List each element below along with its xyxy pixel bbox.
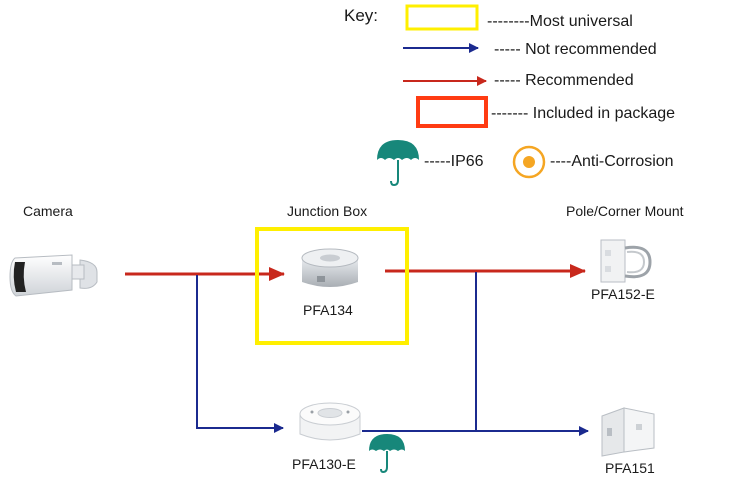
not-recommended-link-camera-to-pfa130e [196,275,284,433]
legend-most-universal-label: --------Most universal [487,13,633,30]
legend-included-swatch [416,96,488,128]
column-camera-label: Camera [23,203,73,219]
legend-not-recommended-label: ----- Not recommended [494,41,657,58]
junction-box-pfa130e-image [299,402,361,441]
junction-box-pfa134-image [301,248,359,287]
key-title: Key: [344,6,379,25]
legend-anticorrosion-label: ----Anti-Corrosion [550,153,674,170]
product-label-pfa152e: PFA152-E [591,286,655,302]
column-mount-label: Pole/Corner Mount [566,203,684,219]
legend-most-universal-swatch [405,4,479,31]
product-label-pfa151: PFA151 [605,460,655,476]
product-label-pfa134: PFA134 [303,302,353,318]
legend-recommended-label: ----- Recommended [494,72,634,89]
most-universal-highlight-box [255,227,409,345]
product-label-pfa130e: PFA130-E [292,456,356,472]
legend-included-label: ------- Included in package [491,105,676,122]
umbrella-icon-pfa130e [369,434,405,474]
pole-mount-pfa152e-image [600,239,652,283]
legend-ip66-label: -----IP66 [424,153,484,170]
anti-corrosion-ring-icon [512,145,546,179]
corner-mount-pfa151-image [601,407,655,457]
umbrella-icon [377,140,419,187]
column-junction-box-label: Junction Box [287,203,368,219]
bullet-camera-image [9,254,98,297]
